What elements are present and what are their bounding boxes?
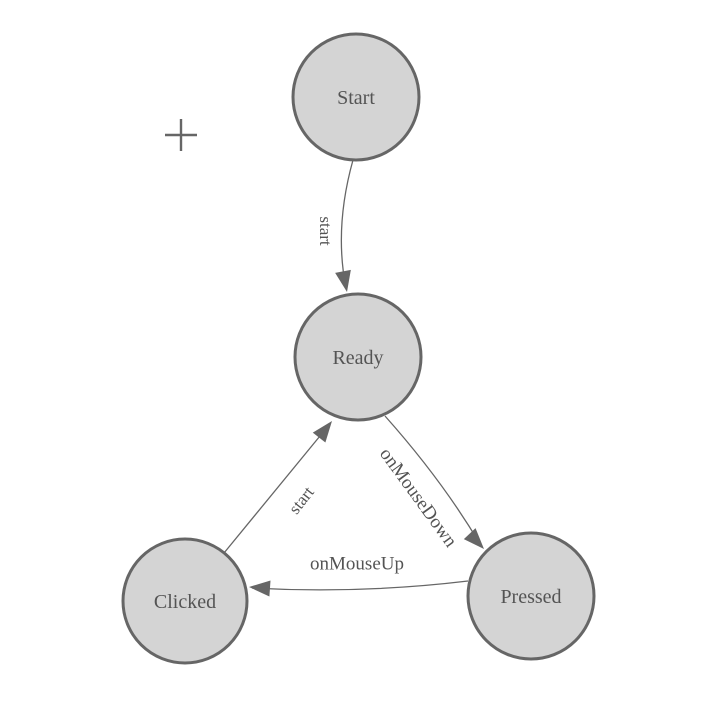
edge-label-clicked-to-ready: start (285, 483, 318, 518)
node-circle-clicked[interactable] (121, 537, 249, 665)
edge-pressed-to-clicked[interactable] (251, 580, 469, 591)
node-label-pressed: Pressed (500, 586, 561, 608)
node-pressed[interactable]: Pressed (466, 531, 596, 661)
edge-start-to-ready[interactable] (340, 159, 354, 289)
edge-label-start-to-ready: start (316, 216, 335, 246)
edge-ready-to-pressed[interactable] (384, 415, 481, 545)
arrowhead-icon (312, 421, 332, 443)
arrowhead-icon (463, 528, 484, 549)
edge-clicked-to-ready[interactable] (223, 424, 330, 554)
node-label-start: Start (337, 87, 375, 109)
node-circle-pressed[interactable] (466, 531, 596, 661)
node-clicked[interactable]: Clicked (121, 537, 249, 665)
arrowhead-icon (335, 269, 351, 292)
arrowhead-icon (249, 580, 271, 597)
node-label-ready: Ready (332, 347, 383, 369)
node-label-clicked: Clicked (154, 591, 216, 613)
node-circle-start[interactable] (291, 32, 421, 162)
overlay-layer (165, 119, 197, 151)
edge-label-pressed-to-clicked: onMouseUp (310, 554, 404, 575)
node-ready[interactable]: Ready (293, 292, 423, 422)
crosshair-cursor-icon (165, 119, 197, 151)
node-circle-ready[interactable] (293, 292, 423, 422)
edge-label-ready-to-pressed: onMouseDown (375, 444, 461, 552)
node-start[interactable]: Start (291, 32, 421, 162)
